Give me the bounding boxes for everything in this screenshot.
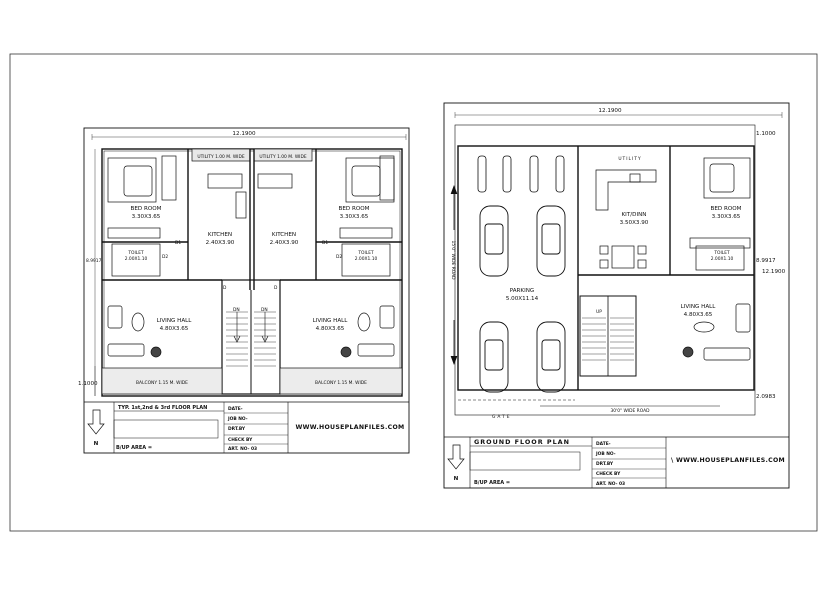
left-width-dim: 12.1900 <box>232 131 256 137</box>
right-website: \ WWW.HOUSEPLANFILES.COM <box>671 457 785 464</box>
bedroom-left-size: 3.30X3.65 <box>132 214 161 220</box>
toilet-left-name: TOILET <box>127 250 144 256</box>
sheet-border <box>9 53 818 532</box>
left-art-no: ART. NO- 03 <box>228 446 257 452</box>
balcony-right-label: BALCONY 1.15 M. WIDE <box>315 380 367 386</box>
right-side-b: 12.1900 <box>762 269 786 275</box>
door-d2-right: D2 <box>336 254 342 260</box>
right-north-label: N <box>454 476 459 482</box>
right-checked-by: CHECK BY <box>596 471 621 477</box>
left-plan-title: TYP. 1st,2nd & 3rd FLOOR PLAN <box>118 405 207 411</box>
living-left-size: 4.80X3.65 <box>160 326 189 332</box>
door-d1-left: D1 <box>175 240 181 246</box>
sofa-right <box>379 305 395 329</box>
ground-outer-walls <box>457 145 755 391</box>
toilet-right <box>341 243 391 277</box>
ground-bed-size: 3.30X3.65 <box>712 214 741 220</box>
right-drawn-by: DRT.BY <box>596 461 614 467</box>
utility-right-label: UTILITY 1.00 M. WIDE <box>259 154 306 160</box>
left-sheet-frame <box>83 127 410 454</box>
left-area: B/UP AREA = <box>116 445 152 451</box>
left-checked-by: CHECK BY <box>228 437 253 443</box>
bedroom-left-name: BED ROOM <box>131 206 162 212</box>
gate-label: GATE <box>492 414 512 420</box>
typical-floor-labels: 12.1900 8.9917 1.1000 UTILITY 1.00 M. WI… <box>78 131 404 452</box>
kitdin-size: 3.50X3.90 <box>620 220 649 226</box>
kitchen-counter-left <box>207 173 243 189</box>
toilet-left-size: 2.00X1.10 <box>125 256 148 262</box>
kitchen-counter-right <box>257 173 293 189</box>
left-north-label: N <box>94 441 99 447</box>
road-bottom-label: 30'0" WIDE ROAD <box>610 408 650 414</box>
dining-table <box>611 245 635 269</box>
living-right-name: LIVING HALL <box>313 318 349 324</box>
utility-left-label: UTILITY 1.00 M. WIDE <box>197 154 244 160</box>
right-date: DATE- <box>596 441 611 447</box>
bedroom-right-name: BED ROOM <box>339 206 370 212</box>
balcony-right <box>279 367 403 395</box>
left-website: WWW.HOUSEPLANFILES.COM <box>296 424 405 431</box>
right-area: B/UP AREA = <box>474 480 510 486</box>
north-arrow-right <box>447 444 465 470</box>
right-side-a: 8.9917 <box>756 258 776 264</box>
typical-floor-plan <box>83 127 410 454</box>
ground-toilet-size: 2.00X1.10 <box>711 256 734 262</box>
ground-bed-name: BED ROOM <box>711 206 742 212</box>
bed-left <box>107 157 157 203</box>
right-width-dim: 12.1900 <box>598 108 622 114</box>
left-outer-walls <box>101 148 403 397</box>
right-plan-title: GROUND FLOOR PLAN <box>474 438 570 446</box>
ground-living-size: 4.80X3.65 <box>684 312 713 318</box>
parked-bikes <box>477 155 565 193</box>
living-left-name: LIVING HALL <box>157 318 193 324</box>
road-side-label: 15'0" WIDE ROAD <box>450 240 456 280</box>
ground-toilet-name: TOILET <box>713 250 730 256</box>
sofa-left <box>107 305 123 329</box>
toilet-right-size: 2.00X1.10 <box>355 256 378 262</box>
stair-dn-left: DN <box>233 307 240 313</box>
parked-cars <box>479 205 566 393</box>
ground-living-name: LIVING HALL <box>681 304 717 310</box>
toilet-left <box>111 243 161 277</box>
parking-size: 5.00X11.14 <box>506 296 539 302</box>
north-arrow-left <box>87 409 105 435</box>
right-job-no: JOB NO- <box>595 451 616 457</box>
door-d1-right: D1 <box>322 240 328 246</box>
kitchen-left-size: 2.40X3.90 <box>206 240 235 246</box>
left-date: DATE- <box>228 406 243 412</box>
left-drawn-by: DRT.BY <box>228 426 246 432</box>
door-d-right: D <box>274 285 278 291</box>
right-top-offset: 1.1000 <box>756 131 776 137</box>
door-d2-left: D2 <box>162 254 168 260</box>
bedroom-right-size: 3.30X3.65 <box>340 214 369 220</box>
kitchen-right-name: KITCHEN <box>272 232 296 238</box>
ground-utility-label: UTILITY <box>618 156 641 162</box>
parking-name: PARKING <box>510 288 535 294</box>
right-bottom-offset: 2.0983 <box>756 394 776 400</box>
kitchen-right-size: 2.40X3.90 <box>270 240 299 246</box>
ground-floor-labels: 12.1900 1.1000 8.9917 12.1900 2.0983 UTI… <box>450 108 786 487</box>
left-job-no: JOB NO- <box>227 416 248 422</box>
kitdin-name: KIT/DINN <box>622 212 647 218</box>
left-height-dim: 8.9917 <box>86 258 102 264</box>
toilet-right-name: TOILET <box>357 250 374 256</box>
left-balcony-dim: 1.1000 <box>78 381 98 387</box>
balcony-left <box>101 367 223 395</box>
stair-dn-right: DN <box>261 307 268 313</box>
plot-boundary <box>454 124 756 416</box>
living-right-size: 4.80X3.65 <box>316 326 345 332</box>
kitchen-left-name: KITCHEN <box>208 232 232 238</box>
balcony-left-label: BALCONY 1.15 M. WIDE <box>136 380 188 386</box>
ground-stair-up: UP <box>596 309 602 315</box>
right-art-no: ART. NO- 03 <box>596 481 625 487</box>
kitdin-counter <box>595 169 657 211</box>
ground-bed <box>703 157 751 199</box>
right-sheet-frame <box>443 102 790 489</box>
door-d-left: D <box>223 285 227 291</box>
ground-floor-plan <box>443 102 790 489</box>
